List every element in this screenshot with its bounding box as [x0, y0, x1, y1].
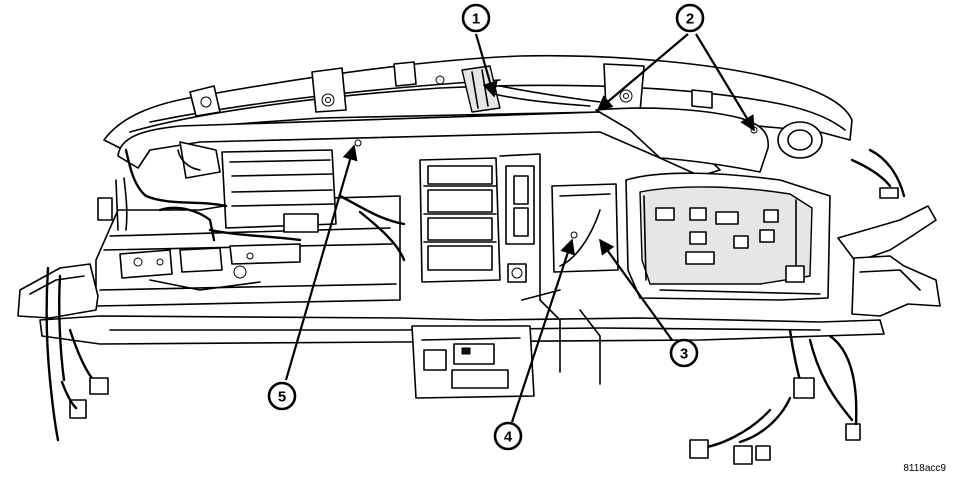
- callout-1: 1: [461, 3, 491, 33]
- leader-lines: [284, 33, 755, 423]
- instrument-panel-body: [17, 54, 941, 399]
- callout-4: 4: [493, 421, 523, 451]
- figure-id: 8118acc9: [903, 463, 946, 474]
- svg-text:3: 3: [680, 346, 688, 363]
- svg-text:5: 5: [278, 389, 286, 406]
- svg-text:2: 2: [686, 11, 694, 28]
- callout-5: 5: [267, 381, 297, 411]
- callout-2: 2: [675, 3, 705, 33]
- callout-3: 3: [669, 338, 699, 368]
- wire-harnesses: [45, 266, 861, 465]
- svg-text:4: 4: [504, 429, 513, 446]
- svg-text:1: 1: [472, 11, 480, 28]
